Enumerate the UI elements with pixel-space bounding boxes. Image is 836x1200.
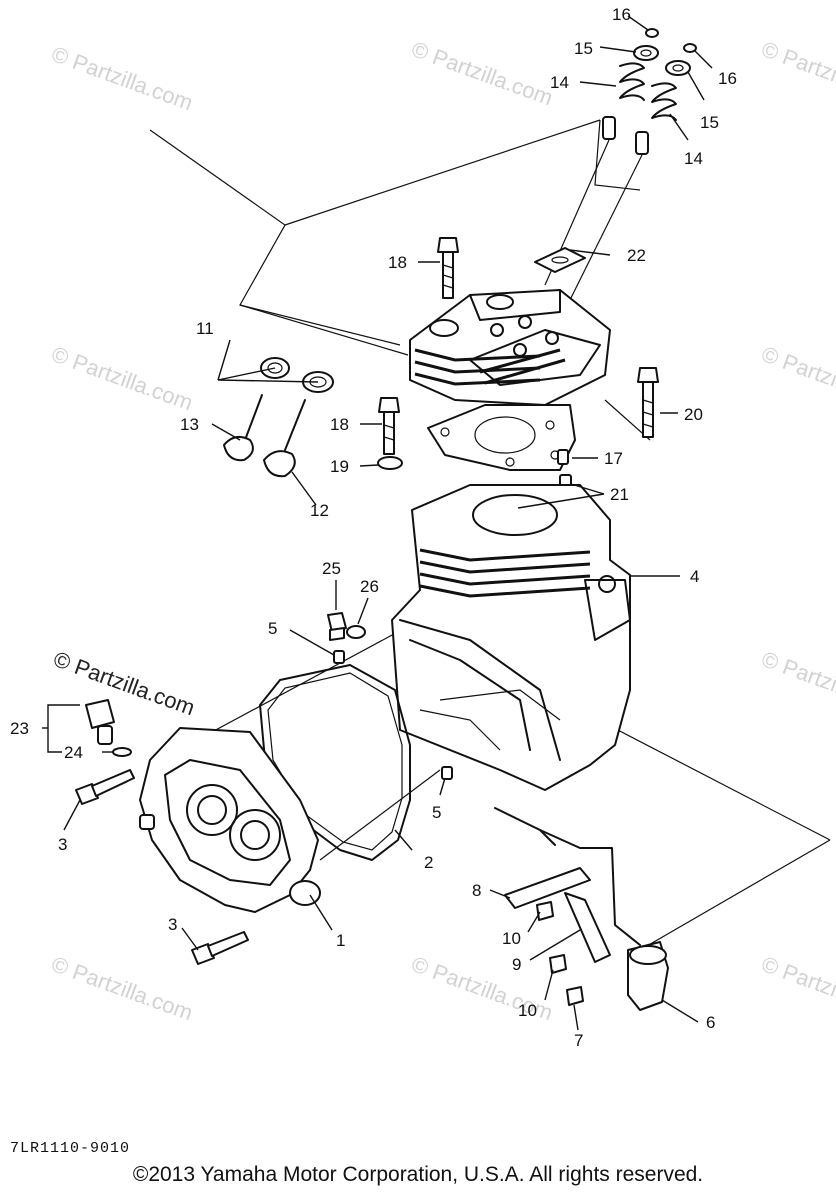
callout-23: 23 bbox=[10, 719, 29, 738]
callout-18: 18 bbox=[388, 253, 407, 272]
callout-16: 16 bbox=[718, 69, 737, 88]
cylinder-head bbox=[409, 289, 611, 406]
dowel-pin bbox=[441, 766, 453, 780]
callout-3: 3 bbox=[168, 915, 177, 934]
diagram-code: 7LR1110-9010 bbox=[10, 1140, 131, 1157]
callout-4: 4 bbox=[690, 567, 699, 586]
callout-9: 9 bbox=[512, 955, 521, 974]
callout-7: 7 bbox=[574, 1031, 583, 1050]
callout-1: 1 bbox=[336, 931, 345, 950]
long-bolt bbox=[637, 367, 659, 438]
dowel-pin bbox=[557, 449, 569, 465]
intake-valve bbox=[263, 399, 306, 478]
watermark: © Partzilla.com bbox=[758, 646, 836, 720]
callout-2: 2 bbox=[424, 853, 433, 872]
callout-21: 21 bbox=[610, 485, 629, 504]
callout-11: 11 bbox=[196, 319, 214, 338]
oil-level-switch bbox=[494, 807, 669, 1011]
watermark: © Partzilla.com bbox=[48, 341, 196, 415]
cover-bolt-lower bbox=[191, 931, 249, 965]
callout-17: 17 bbox=[604, 449, 623, 468]
oil-filler-plug bbox=[85, 699, 115, 745]
callout-5: 5 bbox=[268, 619, 277, 638]
bracket-bolt bbox=[536, 901, 554, 921]
drain-bolt bbox=[327, 612, 347, 641]
crankcase-cover bbox=[139, 727, 321, 913]
watermark: © Partzilla.com bbox=[408, 36, 556, 110]
sensor-bracket bbox=[504, 867, 611, 963]
callout-8: 8 bbox=[472, 881, 481, 900]
watermark: © Partzilla.com bbox=[758, 951, 836, 1025]
head-bolt-lower bbox=[378, 397, 400, 455]
valve-spring-assembly-left bbox=[602, 28, 659, 140]
callout-10: 10 bbox=[502, 929, 521, 948]
cylinder-block bbox=[391, 484, 631, 791]
dowel-pin bbox=[333, 650, 345, 664]
copyright-notice: ©2013 Yamaha Motor Corporation, U.S.A. A… bbox=[132, 1163, 704, 1186]
callout-14: 14 bbox=[684, 149, 703, 168]
watermark: © Partzilla.com bbox=[758, 36, 836, 110]
head-gasket bbox=[427, 404, 576, 471]
callout-3: 3 bbox=[58, 835, 67, 854]
callout-18: 18 bbox=[330, 415, 349, 434]
callout-5: 5 bbox=[432, 803, 441, 822]
callout-22: 22 bbox=[627, 246, 646, 265]
drain-washer bbox=[346, 625, 366, 639]
callout-6: 6 bbox=[706, 1013, 715, 1032]
callout-14: 14 bbox=[550, 73, 569, 92]
leader-lines bbox=[42, 15, 713, 1031]
watermark: © Partzilla.com bbox=[50, 646, 198, 720]
watermark: © Partzilla.com bbox=[48, 41, 196, 115]
watermark: © Partzilla.com bbox=[758, 341, 836, 415]
sensor-bolt bbox=[566, 986, 584, 1006]
cover-plate bbox=[534, 247, 586, 273]
callout-26: 26 bbox=[360, 577, 379, 596]
callout-20: 20 bbox=[684, 405, 703, 424]
callout-13: 13 bbox=[180, 415, 199, 434]
head-bolt-upper bbox=[437, 237, 459, 299]
callout-15: 15 bbox=[574, 39, 593, 58]
washer bbox=[377, 456, 403, 470]
callout-labels: 16 15 14 16 15 14 22 18 11 18 20 13 19 1… bbox=[10, 5, 737, 1050]
callout-24: 24 bbox=[64, 743, 83, 762]
o-ring bbox=[112, 747, 132, 757]
callout-19: 19 bbox=[330, 457, 349, 476]
callout-12: 12 bbox=[310, 501, 329, 520]
valve-spring-assembly-right bbox=[635, 43, 697, 155]
callout-15: 15 bbox=[700, 113, 719, 132]
watermark: © Partzilla.com bbox=[48, 951, 196, 1025]
cover-bolt-upper bbox=[75, 769, 135, 805]
callout-25: 25 bbox=[322, 559, 341, 578]
callout-16: 16 bbox=[612, 5, 631, 24]
exhaust-valve bbox=[223, 394, 263, 462]
callout-10: 10 bbox=[518, 1001, 537, 1020]
bracket-bolt bbox=[549, 954, 567, 974]
